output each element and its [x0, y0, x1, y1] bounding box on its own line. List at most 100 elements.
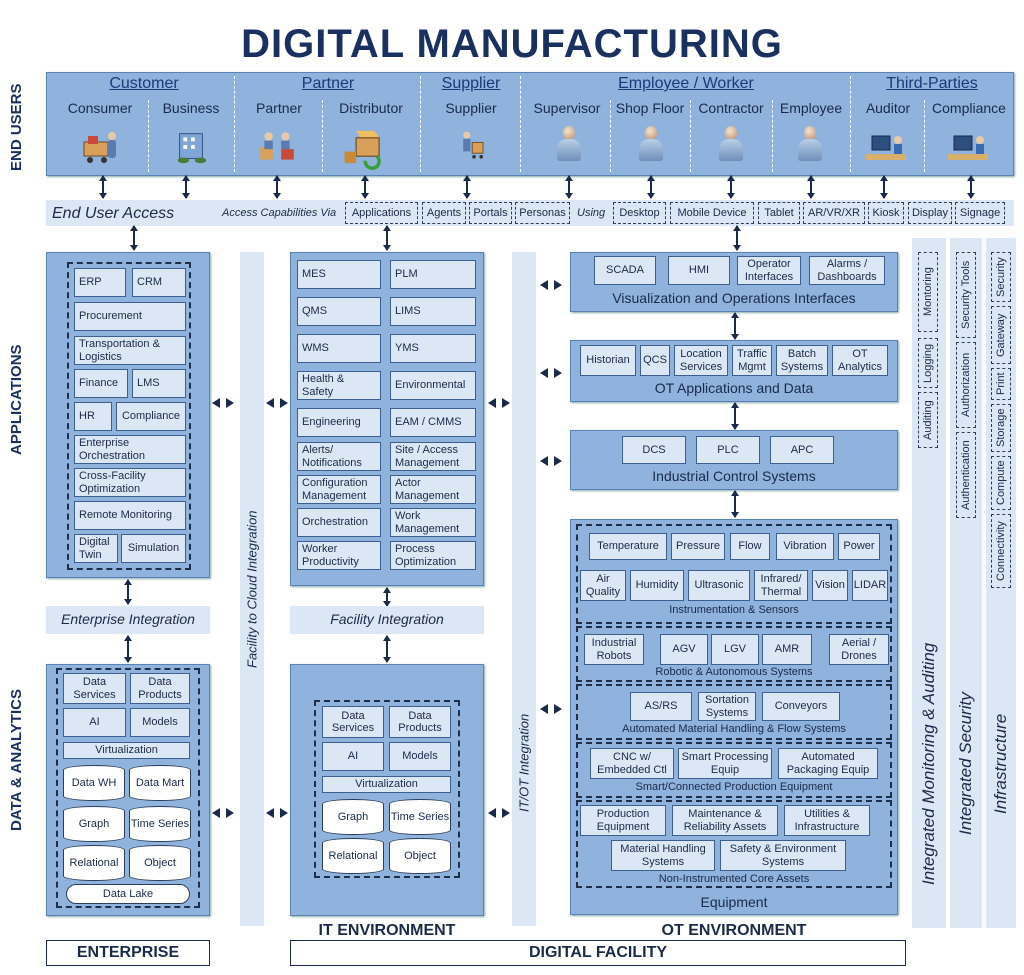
it-store-time-series[interactable]: Time Series [389, 799, 451, 835]
ics-plc[interactable]: PLC [696, 436, 760, 464]
access-tablet[interactable]: Tablet [758, 202, 800, 224]
robot-agv[interactable]: AGV [660, 634, 708, 665]
material-sortation-systems[interactable]: Sortation Systems [698, 692, 756, 721]
app-wms[interactable]: WMS [297, 334, 381, 363]
ot-analytics[interactable]: OT Analytics [832, 345, 888, 376]
security-authentication[interactable]: Authentication [956, 432, 976, 518]
access-desktop[interactable]: Desktop [613, 202, 666, 224]
app-cross-facility-optimization[interactable]: Cross-Facility Optimization [74, 468, 186, 497]
infra-gateway[interactable]: Gateway [991, 306, 1011, 364]
group-partner[interactable]: Partner [301, 75, 355, 92]
app-hr[interactable]: HR [74, 402, 112, 431]
it-store-relational[interactable]: Relational [322, 838, 384, 874]
app-remote-monitoring[interactable]: Remote Monitoring [74, 501, 186, 530]
production-smart-processing[interactable]: Smart Processing Equip [678, 748, 772, 779]
app-crm[interactable]: CRM [132, 268, 186, 297]
infra-security[interactable]: Security [991, 252, 1011, 302]
ics-apc[interactable]: APC [770, 436, 834, 464]
app-health-safety[interactable]: Health & Safety [297, 371, 381, 400]
data-virtualization[interactable]: Virtualization [63, 742, 190, 759]
access-portals[interactable]: Portals [469, 202, 512, 224]
app-lms[interactable]: LMS [132, 369, 186, 398]
store-object[interactable]: Object [129, 845, 191, 881]
group-third-parties[interactable]: Third-Parties [886, 75, 978, 92]
material-as-rs[interactable]: AS/RS [630, 692, 692, 721]
app-transportation-logistics[interactable]: Transportation & Logistics [74, 336, 186, 365]
sensor-infrared-thermal[interactable]: Infrared/ Thermal [754, 570, 808, 601]
it-store-object[interactable]: Object [389, 838, 451, 874]
it-store-graph[interactable]: Graph [322, 799, 384, 835]
sensor-temperature[interactable]: Temperature [589, 533, 667, 560]
material-conveyors[interactable]: Conveyors [762, 692, 840, 721]
core-utilities-infrastructure[interactable]: Utilities & Infrastructure [784, 805, 870, 836]
robot-lgv[interactable]: LGV [711, 634, 759, 665]
ot-scada[interactable]: SCADA [594, 256, 656, 285]
access-mobile-device[interactable]: Mobile Device [670, 202, 754, 224]
app-orchestration[interactable]: Orchestration [297, 508, 381, 537]
ot-qcs[interactable]: QCS [640, 345, 670, 376]
access-agents[interactable]: Agents [422, 202, 466, 224]
app-enterprise-orchestration[interactable]: Enterprise Orchestration [74, 435, 186, 464]
production-automated-packaging[interactable]: Automated Packaging Equip [778, 748, 878, 779]
infra-connectivity[interactable]: Connectivity [991, 514, 1011, 588]
sensor-pressure[interactable]: Pressure [671, 533, 725, 560]
sensor-humidity[interactable]: Humidity [630, 570, 684, 601]
data-lake[interactable]: Data Lake [66, 884, 190, 904]
ot-traffic-mgmt[interactable]: Traffic Mgmt [732, 345, 772, 376]
store-data-mart[interactable]: Data Mart [129, 765, 191, 801]
production-cnc[interactable]: CNC w/ Embedded Ctl [590, 748, 674, 779]
it-data-services[interactable]: Data Services [322, 706, 384, 738]
infra-print[interactable]: Print [991, 368, 1011, 400]
access-ar-vr-xr[interactable]: AR/VR/XR [803, 202, 865, 224]
group-customer[interactable]: Customer [109, 75, 179, 92]
robot-industrial-robots[interactable]: Industrial Robots [584, 634, 644, 665]
it-data-virtualization[interactable]: Virtualization [322, 776, 451, 793]
app-site-access-management[interactable]: Site / Access Management [390, 442, 476, 471]
sensor-lidar[interactable]: LIDAR [852, 570, 888, 601]
data-services[interactable]: Data Services [63, 673, 126, 704]
app-qms[interactable]: QMS [297, 297, 381, 326]
app-erp[interactable]: ERP [74, 268, 126, 297]
robot-aerial-drones[interactable]: Aerial / Drones [829, 634, 889, 665]
ics-dcs[interactable]: DCS [622, 436, 686, 464]
infra-storage[interactable]: Storage [991, 404, 1011, 452]
data-products[interactable]: Data Products [130, 673, 190, 704]
it-data-products[interactable]: Data Products [389, 706, 451, 738]
security-authorization[interactable]: Authorization [956, 342, 976, 428]
ot-operator-interfaces[interactable]: Operator Interfaces [737, 256, 801, 285]
sensor-vibration[interactable]: Vibration [776, 533, 834, 560]
sensor-ultrasonic[interactable]: Ultrasonic [688, 570, 750, 601]
ot-batch-systems[interactable]: Batch Systems [776, 345, 828, 376]
store-graph[interactable]: Graph [63, 806, 125, 842]
group-supplier[interactable]: Supplier [441, 75, 501, 92]
app-mes[interactable]: MES [297, 260, 381, 289]
app-environmental[interactable]: Environmental [390, 371, 476, 400]
data-ai[interactable]: AI [63, 708, 126, 737]
access-personas[interactable]: Personas [515, 202, 570, 224]
it-data-models[interactable]: Models [389, 742, 451, 771]
monitoring-auditing[interactable]: Auditing [918, 392, 938, 448]
core-maintenance-reliability[interactable]: Maintenance & Reliability Assets [672, 805, 778, 836]
store-data-wh[interactable]: Data WH [63, 765, 125, 801]
store-time-series[interactable]: Time Series [129, 806, 191, 842]
group-employee-worker[interactable]: Employee / Worker [618, 75, 754, 92]
app-process-optimization[interactable]: Process Optimization [390, 541, 476, 570]
app-plm[interactable]: PLM [390, 260, 476, 289]
sensor-vision[interactable]: Vision [812, 570, 848, 601]
app-configuration-management[interactable]: Configuration Management [297, 475, 381, 504]
app-alerts-notifications[interactable]: Alerts/ Notifications [297, 442, 381, 471]
access-applications[interactable]: Applications [345, 202, 418, 224]
security-tools[interactable]: Security Tools [956, 252, 976, 338]
infra-compute[interactable]: Compute [991, 456, 1011, 510]
app-work-management[interactable]: Work Management [390, 508, 476, 537]
app-actor-management[interactable]: Actor Management [390, 475, 476, 504]
access-signage[interactable]: Signage [955, 202, 1005, 224]
app-compliance[interactable]: Compliance [116, 402, 186, 431]
access-kiosk[interactable]: Kiosk [868, 202, 904, 224]
app-lims[interactable]: LIMS [390, 297, 476, 326]
app-digital-twin[interactable]: Digital Twin [74, 534, 118, 563]
sensor-flow[interactable]: Flow [730, 533, 770, 560]
app-worker-productivity[interactable]: Worker Productivity [297, 541, 381, 570]
access-display[interactable]: Display [908, 202, 952, 224]
sensor-air-quality[interactable]: Air Quality [580, 570, 626, 601]
